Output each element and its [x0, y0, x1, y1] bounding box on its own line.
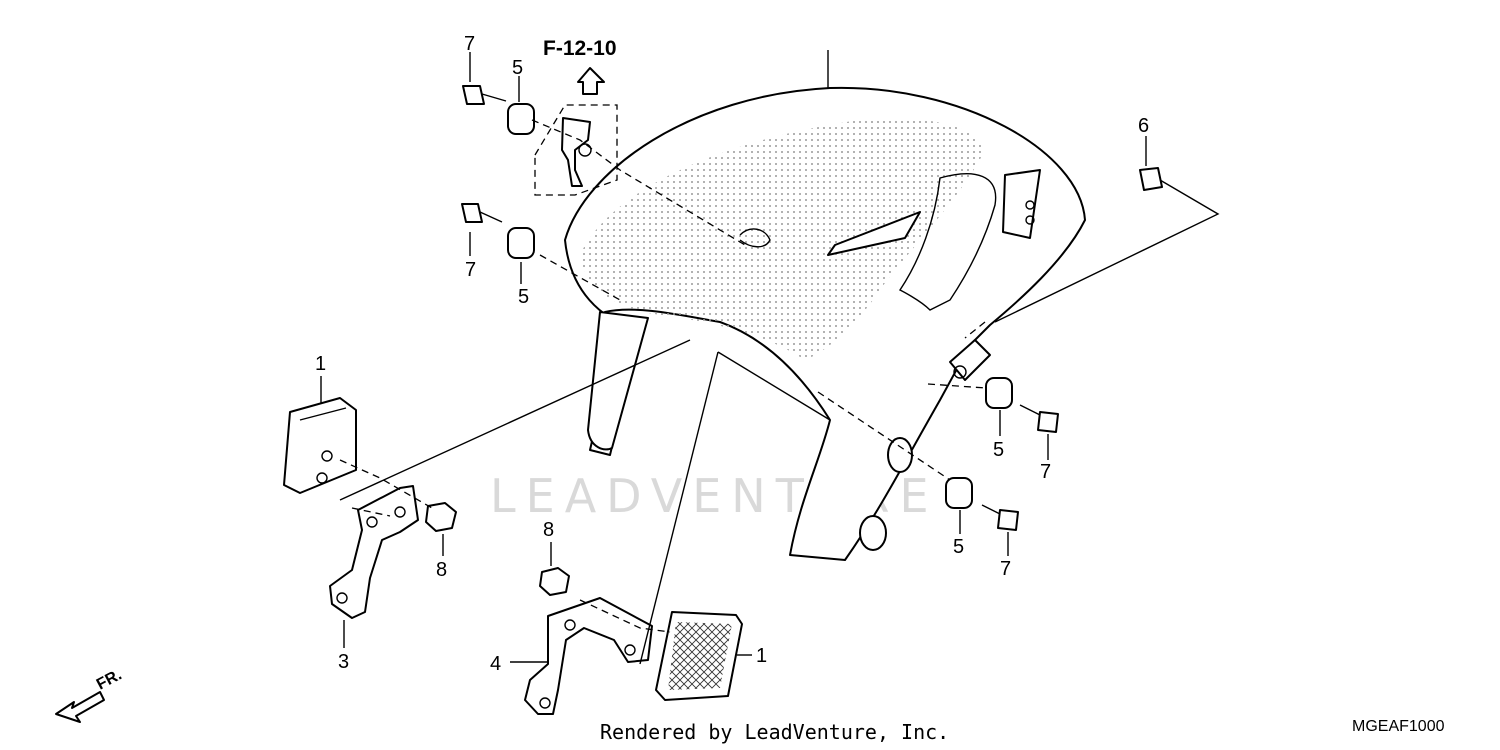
bolt-mid: 7	[461, 203, 503, 281]
bolt-right-top: 6	[1138, 115, 1163, 191]
callout-bolt-right-lower: 7	[1000, 558, 1011, 580]
front-direction-indicator: FR.	[55, 666, 125, 723]
callout-bolt-right-upper: 7	[1040, 461, 1051, 483]
bolt-right-lower: 7	[981, 504, 1019, 580]
nut-right: 8	[539, 519, 570, 596]
callout-reflector-left: 1	[315, 353, 326, 375]
callout-grommet-right-lower: 5	[953, 536, 964, 558]
front-direction-label: FR.	[94, 666, 125, 693]
bolt-top: 7	[462, 33, 507, 105]
callout-nut-left: 8	[436, 559, 447, 581]
callout-nut-right: 8	[543, 519, 554, 541]
callout-grommet-right-upper: 5	[993, 439, 1004, 461]
callout-grommet-mid: 5	[518, 286, 529, 308]
grommet-top: 5	[507, 57, 535, 135]
leader-lines	[320, 50, 1220, 665]
callout-reflector-right: 1	[756, 645, 767, 667]
nut-left: 8	[425, 502, 457, 581]
stay-left: 3	[329, 485, 419, 673]
callout-bolt-mid: 7	[465, 259, 476, 281]
credit-text: Rendered by LeadVenture, Inc.	[600, 720, 949, 744]
reflector-right: 1	[655, 611, 767, 701]
stay-right: 4	[490, 597, 653, 715]
callout-stay-right: 4	[490, 653, 501, 675]
front-fender	[564, 86, 1086, 561]
callout-stay-left: 3	[338, 651, 349, 673]
bolt-right-upper: 7	[1019, 404, 1059, 483]
reference-label: F-12-10	[543, 37, 617, 60]
callout-bolt-right-top: 6	[1138, 115, 1149, 137]
callout-bolt-top: 7	[464, 33, 475, 55]
grommet-mid: 5	[507, 227, 535, 308]
diagram-code: MGEAF1000	[1352, 718, 1445, 735]
grommet-right-upper: 5	[985, 377, 1013, 461]
reflector-left: 1	[283, 353, 357, 494]
callout-grommet-top: 5	[512, 57, 523, 79]
reference-bracket: F-12-10	[534, 37, 618, 196]
grommet-right-lower: 5	[945, 477, 973, 558]
